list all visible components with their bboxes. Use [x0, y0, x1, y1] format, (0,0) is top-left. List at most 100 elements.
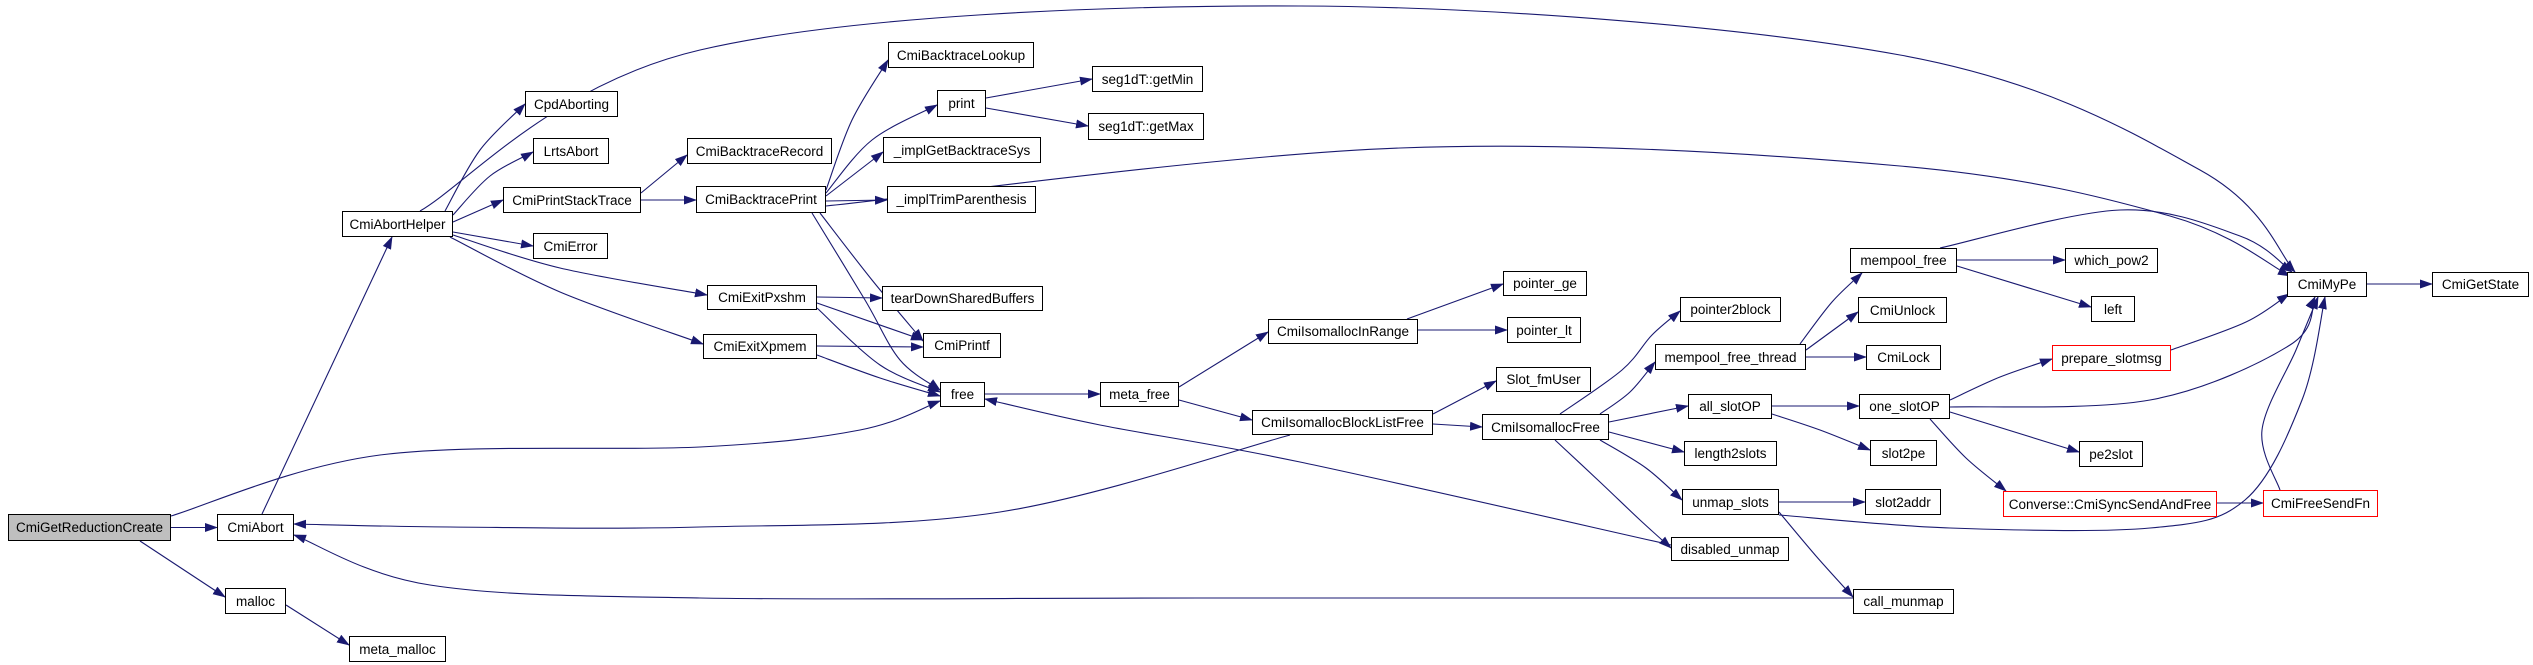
node-CmiExitXpmem[interactable]: CmiExitXpmem: [703, 334, 817, 359]
node-CmiFreeSendFn[interactable]: CmiFreeSendFn: [2263, 490, 2378, 517]
node-CmiIsomallocFree[interactable]: CmiIsomallocFree: [1482, 414, 1609, 440]
edge-mempool_free_thread-to-mempool_free: [1799, 272, 1863, 345]
edge-prepare_slotmsg-to-CmiMyPe: [2170, 293, 2290, 351]
node-LrtsAbort[interactable]: LrtsAbort: [533, 138, 609, 164]
edge-unmap_slots-to-call_munmap: [1778, 511, 1854, 598]
edge-CmiExitXpmem-to-CmiPrintf: [816, 342, 924, 352]
edge-CmiBacktracePrint-to-print: [825, 104, 938, 194]
edge-CmiIsomallocInRange-to-pointer_ge: [1406, 283, 1504, 320]
node-length2slots[interactable]: length2slots: [1684, 441, 1777, 466]
edge-CmiIsomallocBlockListFree-to-Slot_fmUser: [1432, 380, 1497, 415]
node-tearDownSharedBuffers[interactable]: tearDownSharedBuffers: [882, 286, 1043, 311]
edge-one_slotOP-to-CmiMyPe: [1949, 296, 2316, 408]
node-mempool_free_thread[interactable]: mempool_free_thread: [1655, 344, 1806, 370]
edge-mempool_free_thread-to-CmiUnlock: [1805, 311, 1859, 351]
edge-CmiExitPxshm-to-CmiPrintf: [816, 302, 924, 341]
node-CmiUnlock[interactable]: CmiUnlock: [1858, 297, 1947, 323]
edge-unmap_slots-to-CmiMyPe: [1778, 296, 2327, 532]
node-which_pow2[interactable]: which_pow2: [2065, 248, 2158, 273]
node-CmiGetState[interactable]: CmiGetState: [2432, 272, 2529, 297]
edge-CmiExitPxshm-to-tearDownSharedBuffers: [816, 293, 883, 303]
node-print[interactable]: print: [937, 90, 986, 117]
edge-CmiPrintStackTrace-to-CmiBacktraceRecord: [640, 154, 688, 194]
edge-CmiAbortHelper-to-CmiPrintStackTrace: [452, 199, 504, 223]
edge-CmiIsomallocFree-to-all_slotOP: [1608, 403, 1689, 423]
edge-CmiGetReductionCreate-to-free: [170, 400, 941, 517]
edge-CmiGetReductionCreate-to-malloc: [139, 540, 226, 598]
node-prepare_slotmsg[interactable]: prepare_slotmsg: [2052, 345, 2171, 371]
edge-one_slotOP-to-pe2slot: [1949, 411, 2080, 453]
edge-CmiExitPxshm-to-free: [816, 307, 941, 393]
node-left[interactable]: left: [2091, 296, 2135, 322]
node-CmiBacktraceLookup[interactable]: CmiBacktraceLookup: [888, 42, 1034, 68]
edge-print-to-seg1dT_getMax: [985, 107, 1089, 129]
node-implGetBacktraceSys[interactable]: _implGetBacktraceSys: [883, 137, 1041, 163]
node-CmiPrintStackTrace[interactable]: CmiPrintStackTrace: [503, 187, 641, 213]
edge-CmiIsomallocFree-to-length2slots: [1608, 431, 1685, 454]
node-pointer2block[interactable]: pointer2block: [1680, 297, 1781, 322]
edge-CmiAbortHelper-to-CmiExitPxshm: [452, 234, 708, 298]
edge-CmiIsomallocFree-to-mempool_free_thread: [1599, 361, 1656, 415]
node-pe2slot[interactable]: pe2slot: [2079, 441, 2143, 467]
node-CmiBacktracePrint[interactable]: CmiBacktracePrint: [696, 186, 826, 213]
edge-CmiExitXpmem-to-free: [816, 354, 941, 397]
edge-print-to-seg1dT_getMin: [985, 76, 1093, 99]
node-disabled_unmap[interactable]: disabled_unmap: [1671, 537, 1789, 561]
node-malloc[interactable]: malloc: [225, 588, 286, 614]
edge-CmiAbortHelper-to-CpdAborting: [444, 103, 526, 212]
edge-CmiAbortHelper-to-LrtsAbort: [452, 151, 534, 216]
node-implTrimParenthesis[interactable]: _implTrimParenthesis: [887, 186, 1036, 213]
node-CmiIsomallocBlockListFree[interactable]: CmiIsomallocBlockListFree: [1252, 410, 1433, 435]
node-CmiBacktraceRecord[interactable]: CmiBacktraceRecord: [687, 138, 832, 164]
node-CmiMyPe[interactable]: CmiMyPe: [2287, 272, 2367, 297]
edge-CmiFreeSendFn-to-CmiMyPe: [2261, 296, 2319, 491]
node-unmap_slots[interactable]: unmap_slots: [1682, 489, 1779, 515]
edge-CmiBacktracePrint-to-free: [811, 212, 941, 391]
edge-meta_free-to-CmiIsomallocInRange: [1178, 331, 1269, 388]
node-one_slotOP[interactable]: one_slotOP: [1859, 394, 1950, 419]
node-CmiPrintf[interactable]: CmiPrintf: [923, 333, 1001, 358]
edge-one_slotOP-to-Converse_CmiSyncSendAndFree: [1929, 418, 2007, 492]
node-slot2addr[interactable]: slot2addr: [1865, 489, 1941, 515]
edge-CmiBacktracePrint-to-CmiMyPe: [825, 145, 2291, 277]
edge-mempool_free-to-CmiMyPe: [1939, 209, 2293, 273]
edge-CmiIsomallocFree-to-pointer2block: [1559, 310, 1681, 415]
node-pointer_ge[interactable]: pointer_ge: [1503, 271, 1587, 296]
edge-CmiAbortHelper-to-CmiExitXpmem: [449, 236, 704, 345]
node-Converse_CmiSyncSendAndFree[interactable]: Converse::CmiSyncSendAndFree: [2003, 491, 2217, 517]
node-CmiAbort[interactable]: CmiAbort: [217, 514, 294, 541]
node-call_munmap[interactable]: call_munmap: [1853, 589, 1954, 614]
node-CmiError[interactable]: CmiError: [533, 233, 608, 259]
node-CmiLock[interactable]: CmiLock: [1866, 345, 1941, 370]
node-CmiExitPxshm[interactable]: CmiExitPxshm: [707, 285, 817, 310]
edge-CmiAbortHelper-to-CmiError: [452, 231, 534, 249]
node-Slot_fmUser[interactable]: Slot_fmUser: [1496, 367, 1591, 392]
edge-all_slotOP-to-slot2pe: [1771, 413, 1871, 451]
edge-CmiIsomallocFree-to-disabled_unmap: [1554, 439, 1672, 549]
edge-CmiIsomallocBlockListFree-to-CmiAbort: [293, 434, 1291, 529]
edge-malloc-to-meta_malloc: [285, 604, 350, 646]
edge-meta_free-to-CmiIsomallocBlockListFree: [1178, 399, 1253, 422]
node-CmiAbortHelper[interactable]: CmiAbortHelper: [342, 211, 453, 237]
node-mempool_free[interactable]: mempool_free: [1850, 248, 1957, 273]
node-CmiIsomallocInRange[interactable]: CmiIsomallocInRange: [1268, 319, 1418, 344]
node-CpdAborting[interactable]: CpdAborting: [525, 91, 618, 117]
edge-CmiIsomallocBlockListFree-to-CmiIsomallocFree: [1432, 421, 1483, 431]
edge-disabled_unmap-to-free: [984, 397, 1672, 546]
node-all_slotOP[interactable]: all_slotOP: [1688, 394, 1772, 419]
node-seg1dT_getMin[interactable]: seg1dT::getMin: [1092, 66, 1203, 92]
node-pointer_lt[interactable]: pointer_lt: [1507, 317, 1581, 343]
edge-one_slotOP-to-prepare_slotmsg: [1949, 358, 2053, 401]
edge-CmiAbortHelper-to-CmiMyPe: [419, 5, 2296, 273]
node-free[interactable]: free: [940, 382, 985, 407]
edge-CmiAbort-to-CmiAbortHelper: [261, 236, 393, 515]
node-meta_malloc[interactable]: meta_malloc: [349, 636, 446, 662]
node-meta_free[interactable]: meta_free: [1100, 382, 1179, 407]
edge-CmiBacktracePrint-to-implGetBacktraceSys: [825, 151, 884, 197]
node-seg1dT_getMax[interactable]: seg1dT::getMax: [1088, 113, 1204, 140]
edge-CmiBacktracePrint-to-CmiBacktraceLookup: [825, 59, 889, 191]
node-CmiGetReductionCreate: CmiGetReductionCreate: [8, 514, 171, 541]
node-slot2pe[interactable]: slot2pe: [1870, 440, 1937, 466]
